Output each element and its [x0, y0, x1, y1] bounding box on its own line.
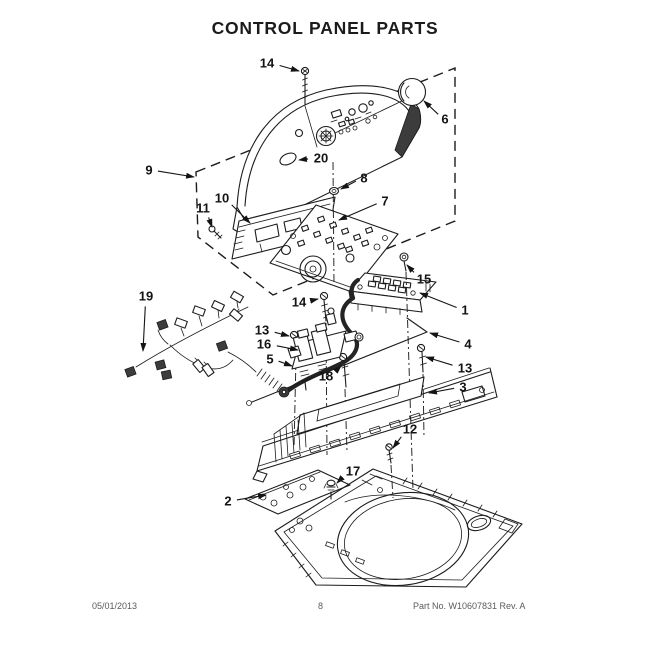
screw-12 — [385, 443, 394, 499]
wire-harness — [124, 290, 249, 381]
screw-15 — [399, 252, 414, 491]
callout-label-5: 5 — [266, 352, 273, 367]
callout-label-15: 15 — [417, 272, 431, 287]
callout-label-16: 16 — [257, 337, 271, 352]
panel-icon-cluster — [330, 100, 378, 135]
callout-leader-7 — [338, 203, 377, 221]
callout-label-9: 9 — [145, 163, 152, 178]
callout-label-11: 11 — [196, 201, 210, 216]
callout-leader-8 — [340, 180, 357, 190]
timer-dial-graphic — [315, 125, 337, 147]
callout-label-4: 4 — [464, 337, 472, 352]
callout-leader-16 — [276, 345, 299, 352]
callout-leader-4 — [429, 332, 460, 343]
callout-label-13: 13 — [458, 361, 472, 376]
callout-leader-13 — [425, 356, 453, 366]
callout-label-3: 3 — [459, 380, 466, 395]
screw-13-right — [416, 343, 427, 439]
callout-leader-1 — [419, 292, 457, 309]
footer-part-number: Part No. W10607831 Rev. A — [413, 601, 526, 611]
page-footer: 05/01/2013 8 Part No. W10607831 Rev. A — [0, 601, 650, 617]
callout-leader-10 — [231, 204, 251, 224]
cover-plate — [244, 469, 351, 515]
callout-leader-13 — [274, 331, 290, 337]
callout-label-14: 14 — [260, 56, 275, 71]
pressure-hose — [215, 340, 290, 398]
callout-label-14: 14 — [292, 295, 307, 310]
callout-leader-3 — [428, 387, 455, 395]
callout-label-1: 1 — [461, 303, 468, 318]
callout-label-2: 2 — [224, 494, 231, 509]
grommet-8 — [328, 161, 340, 287]
callout-label-8: 8 — [360, 171, 367, 186]
callout-leader-14 — [279, 64, 300, 72]
callout-leader-6 — [423, 100, 439, 115]
callout-leader-9 — [157, 170, 195, 179]
console-panel — [232, 85, 422, 255]
wire-link-4 — [246, 317, 428, 406]
callout-leader-12 — [392, 436, 402, 449]
callout-leader-15 — [406, 264, 415, 273]
callout-leader-11 — [206, 217, 213, 228]
callout-label-18: 18 — [319, 369, 333, 384]
callout-label-12: 12 — [403, 422, 417, 437]
clip-17 — [323, 479, 339, 500]
footer-date: 05/01/2013 — [92, 601, 138, 611]
callout-label-20: 20 — [314, 151, 328, 166]
footer-page-number: 8 — [318, 601, 324, 611]
washer-top-deck — [274, 468, 523, 588]
callout-label-13: 13 — [255, 323, 269, 338]
button-20 — [279, 152, 297, 166]
callout-label-17: 17 — [346, 464, 360, 479]
console-bracket — [252, 367, 498, 483]
callout-leader-18 — [333, 365, 342, 374]
callout-leader-14 — [309, 297, 319, 304]
callout-leader-17 — [336, 475, 345, 484]
page-title: CONTROL PANEL PARTS — [211, 18, 439, 38]
callout-label-10: 10 — [215, 191, 229, 206]
callout-label-6: 6 — [441, 112, 448, 127]
callout-leader-5 — [278, 360, 293, 367]
callout-leader-20 — [298, 156, 309, 163]
callout-label-19: 19 — [139, 289, 153, 304]
board-cable — [286, 277, 361, 393]
control-knob — [397, 77, 427, 107]
callout-leader-2 — [236, 493, 267, 501]
callout-label-7: 7 — [381, 194, 388, 209]
screw-14-top — [300, 66, 310, 105]
callout-leader-19 — [140, 306, 147, 352]
screw-11 — [208, 225, 223, 240]
